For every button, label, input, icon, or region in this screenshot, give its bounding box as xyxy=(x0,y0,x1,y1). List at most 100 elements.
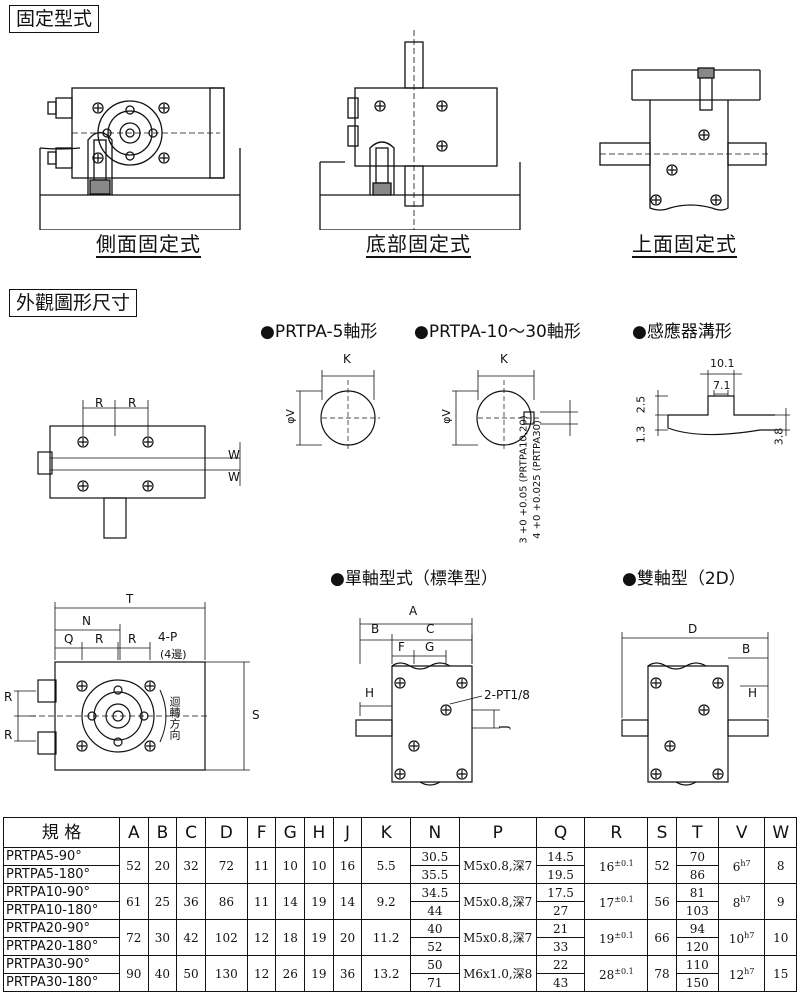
header-r: R xyxy=(584,817,649,848)
cell-k: 5.5 xyxy=(361,847,411,884)
cell-c: 50 xyxy=(176,955,206,992)
cell-w: 8 xyxy=(764,847,797,884)
table-row: PRTPA5-180° 35.5 19.5 86 xyxy=(3,865,797,884)
caption-top-mount: 上面固定式 xyxy=(632,232,737,256)
dim-label-j: J xyxy=(496,725,511,729)
dim-label-b1: B xyxy=(371,622,380,636)
dim-label-w2: W xyxy=(228,470,240,484)
caption-bottom-mount: 底部固定式 xyxy=(366,232,471,256)
cell-g: 10 xyxy=(275,847,306,884)
key-tolerance-2: 4 +0 +0.025 (PRTPA30) xyxy=(531,420,543,539)
cell-d: 86 xyxy=(204,883,248,920)
cell-h: 10 xyxy=(304,847,334,884)
cell-g: 26 xyxy=(275,955,306,992)
dim-label-h2: H xyxy=(748,686,758,700)
table-row: PRTPA30-180° 71 43 150 xyxy=(3,973,797,992)
cell-r: 16±0.1 xyxy=(584,847,649,884)
cell-k: 9.2 xyxy=(361,883,411,920)
model-cell: PRTPA20-180° xyxy=(3,937,120,956)
title-shaft-10-30: ●PRTPA-10～30軸形 xyxy=(414,322,581,342)
top-mount-drawing xyxy=(599,67,770,211)
cell-t: 103 xyxy=(675,901,719,920)
table-row: PRTPA30-90° 90 40 50 130 12 26 19 36 13.… xyxy=(3,955,797,992)
dim-label-p: 4-P xyxy=(158,630,178,644)
cell-q: 21 xyxy=(535,919,586,938)
sensor-dim-2-5: 2.5 xyxy=(634,395,648,414)
key-tolerance-1: 3 +0 +0.05 (PRTPA10,20) xyxy=(518,415,530,544)
cell-j: 16 xyxy=(332,847,363,884)
dim-label-c: C xyxy=(426,622,435,636)
cell-a: 72 xyxy=(119,919,149,956)
cell-t: 150 xyxy=(675,973,719,992)
cell-s: 56 xyxy=(647,883,677,920)
table-row: PRTPA10-90° 61 25 36 86 11 14 19 14 9.2 … xyxy=(3,883,797,920)
rotation-direction-label: 迴轉方向 xyxy=(168,696,181,740)
shaft5-drawing xyxy=(296,370,380,450)
title-single-shaft: ●單軸型式（標準型） xyxy=(330,569,498,589)
cell-c: 32 xyxy=(176,847,206,884)
shaft10-30-drawing xyxy=(452,370,578,450)
title-sensor-groove: ●感應器溝形 xyxy=(632,322,732,342)
header-b: B xyxy=(147,817,178,848)
cell-b: 30 xyxy=(147,919,178,956)
dim-label-r3: R xyxy=(95,632,104,646)
table-row: PRTPA5-90° 52 20 32 72 11 10 10 16 5.5 3… xyxy=(3,847,797,884)
cell-t: 70 xyxy=(675,847,719,866)
single-shaft-drawing xyxy=(355,618,500,786)
dim-label-k1: K xyxy=(343,352,351,366)
dim-label-r5: R xyxy=(4,690,13,704)
cell-t: 94 xyxy=(675,919,719,938)
title-double-shaft: ●雙軸型（2D） xyxy=(622,569,746,589)
model-cell: PRTPA20-90° xyxy=(3,919,120,938)
dim-label-v1: φV xyxy=(283,409,297,424)
cell-a: 90 xyxy=(119,955,149,992)
cell-s: 66 xyxy=(647,919,677,956)
cell-n: 40 xyxy=(410,919,460,938)
bottom-mount-drawing xyxy=(319,30,521,230)
spec-table: 規 格 A B C D F G H J K N P Q R S T V W PR… xyxy=(3,817,797,992)
cell-w: 9 xyxy=(764,883,797,920)
cell-t: 81 xyxy=(675,883,719,902)
cell-t: 86 xyxy=(675,865,719,884)
front-view-drawing xyxy=(14,602,250,771)
cell-w: 10 xyxy=(764,919,797,956)
model-cell: PRTPA30-180° xyxy=(3,973,120,992)
cell-f: 12 xyxy=(246,919,277,956)
dim-label-n: N xyxy=(82,614,91,628)
mount-drawings xyxy=(39,30,770,230)
side-mount-drawing xyxy=(39,87,241,230)
sensor-groove-drawing xyxy=(655,370,790,436)
dim-label-t: T xyxy=(126,592,134,606)
cell-t: 110 xyxy=(675,955,719,974)
dim-label-p-note: (4邊) xyxy=(160,648,187,661)
header-f: F xyxy=(246,817,277,848)
cell-b: 40 xyxy=(147,955,178,992)
heading-mount-type: 固定型式 xyxy=(9,5,100,33)
dim-label-g: G xyxy=(425,640,435,654)
cell-g: 18 xyxy=(275,919,306,956)
dim-label-r2: R xyxy=(128,396,137,410)
cell-b: 20 xyxy=(147,847,178,884)
cell-r: 28±0.1 xyxy=(584,955,649,992)
cell-f: 11 xyxy=(246,883,277,920)
header-q: Q xyxy=(535,817,586,848)
header-c: C xyxy=(176,817,206,848)
model-cell: PRTPA5-90° xyxy=(3,847,120,866)
cell-n: 50 xyxy=(410,955,460,974)
cell-h: 19 xyxy=(304,883,334,920)
header-t: T xyxy=(675,817,719,848)
dim-label-d: D xyxy=(688,622,698,636)
dim-label-pt: 2-PT1/8 xyxy=(484,688,530,702)
cell-v: 8h7 xyxy=(717,883,766,920)
cell-h: 19 xyxy=(304,919,334,956)
cell-r: 19±0.1 xyxy=(584,919,649,956)
cell-n: 30.5 xyxy=(410,847,460,866)
cell-p: M5x0.8,深7 xyxy=(458,847,537,884)
cell-t: 120 xyxy=(675,937,719,956)
cell-p: M5x0.8,深7 xyxy=(458,919,537,956)
header-w: W xyxy=(764,817,797,848)
cell-d: 102 xyxy=(204,919,248,956)
table-row: PRTPA20-180° 52 33 120 xyxy=(3,937,797,956)
header-a: A xyxy=(119,817,149,848)
cell-c: 42 xyxy=(176,919,206,956)
